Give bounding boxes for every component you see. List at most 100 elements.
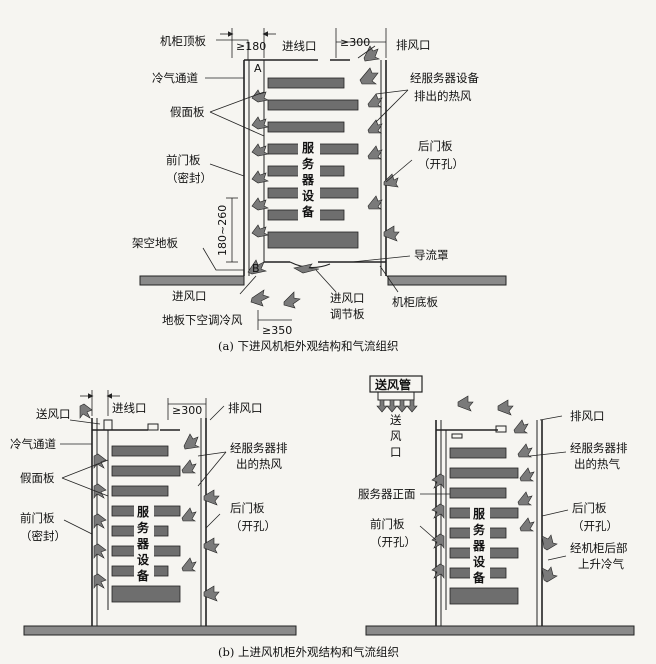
caption-a: (a) 下进风机柜外观结构和气流组织 — [218, 339, 398, 353]
label-b-cable: 进线口 — [112, 401, 147, 415]
lead-front-door — [209, 163, 245, 177]
label-b-cold: 冷气通道 — [10, 437, 56, 451]
label-b-hot-1: 经服务器排 — [230, 441, 288, 455]
label-cabinet-top: 机柜顶板 — [160, 34, 206, 48]
cold-air-arrows-b-left — [79, 403, 107, 589]
server-text-b-right: 服 务 器 设 备 — [472, 506, 486, 585]
lead-b-rear — [205, 513, 221, 529]
svg-text:备: 备 — [472, 570, 486, 585]
dim-b-right: ≥300 — [172, 404, 202, 417]
lead-br-hot — [529, 451, 567, 457]
lead-blank-1 — [209, 91, 265, 113]
label-hot-air-1: 经服务器设备 — [410, 71, 479, 85]
hot-air-arrows-b-left — [181, 433, 220, 602]
label-inlet-adjust-1: 进风口 — [330, 291, 365, 305]
hot-air-arrows-a — [359, 45, 400, 242]
lead-rear-door — [385, 159, 413, 183]
lead-b-supply — [69, 419, 101, 425]
label-br-front-note: （开孔） — [370, 535, 416, 549]
label-exhaust: 排风口 — [396, 38, 431, 52]
lead-hot-1 — [375, 89, 409, 95]
label-point-a: A — [254, 62, 262, 75]
svg-text:务: 务 — [302, 156, 315, 171]
label-br-server-front: 服务器正面 — [358, 487, 416, 501]
label-b-rear-note: （开孔） — [230, 519, 276, 533]
diagram-a: 服 务 器 设 备 — [132, 28, 507, 353]
lead-blank-2 — [209, 111, 265, 137]
lead-deflector — [351, 255, 411, 263]
duct-arrows — [376, 399, 418, 413]
label-br-exhaust: 排风口 — [570, 409, 605, 423]
label-br-rear: 后门板 — [572, 501, 607, 515]
lead-b-front — [63, 519, 93, 535]
lead-adjust — [315, 269, 337, 293]
label-br-hot-2: 出的热气 — [574, 457, 620, 471]
label-b-front: 前门板 — [20, 511, 55, 525]
label-b-front-note: （密封） — [20, 529, 66, 543]
svg-text:器: 器 — [136, 537, 150, 551]
label-air-inlet: 进风口 — [172, 289, 207, 303]
label-cabinet-base: 机柜底板 — [392, 295, 438, 309]
label-underfloor-cold: 地板下空调冷风 — [162, 313, 243, 327]
svg-text:备: 备 — [301, 204, 315, 219]
label-br-supply-3: 口 — [390, 445, 402, 459]
svg-text:器: 器 — [301, 173, 315, 187]
lead-floor — [202, 247, 244, 271]
lead-b-blank-1 — [61, 459, 109, 479]
dim-side: 180~260 — [216, 205, 229, 256]
floor-b-right — [365, 625, 635, 636]
label-b-rear: 后门板 — [230, 501, 265, 515]
label-br-rise-2: 上升冷气 — [578, 557, 624, 571]
lead-inlet — [239, 275, 257, 295]
label-br-rise-1: 经机柜后部 — [570, 541, 628, 555]
supply-duct — [369, 375, 423, 393]
svg-text:器: 器 — [472, 539, 486, 553]
lead-br-door — [419, 525, 437, 541]
lead-base — [379, 265, 399, 293]
label-b-hot-2: 出的热风 — [236, 457, 282, 471]
label-inlet-adjust-2: 调节板 — [330, 307, 365, 321]
lead-br-exhaust — [539, 415, 563, 421]
label-br-front-door: 前门板 — [370, 517, 405, 531]
svg-text:务: 务 — [473, 522, 486, 537]
label-cold-channel: 冷气通道 — [152, 71, 198, 85]
label-br-duct: 送风管 — [374, 377, 411, 392]
svg-text:务: 务 — [137, 520, 150, 535]
raised-floor-left — [139, 275, 245, 286]
dim-top-left: ≥180 — [236, 40, 266, 53]
svg-text:服: 服 — [473, 506, 486, 521]
lead-b-exhaust — [209, 405, 225, 421]
dim-top-right: ≥300 — [340, 36, 370, 49]
svg-text:服: 服 — [302, 140, 315, 155]
label-point-b: B — [252, 262, 260, 275]
svg-text:设: 设 — [473, 554, 486, 569]
lead-exhaust — [357, 45, 376, 59]
label-b-supply: 送风口 — [36, 407, 71, 421]
diagram-b-left: 服 务 器 设 备 — [10, 390, 297, 636]
label-rear-door: 后门板 — [418, 139, 453, 153]
svg-text:备: 备 — [136, 568, 150, 583]
label-cable-inlet: 进线口 — [282, 39, 317, 53]
cold-air-arrows-b-right — [431, 395, 529, 579]
lead-br-rear — [541, 509, 569, 517]
svg-text:设: 设 — [302, 188, 315, 203]
server-text-a: 服 务 器 设 备 — [301, 140, 315, 219]
lead-top — [216, 39, 249, 60]
floor-b-left — [23, 625, 297, 636]
svg-text:设: 设 — [137, 552, 150, 567]
caption-b: (b) 上进风机柜外观结构和气流组织 — [218, 645, 399, 659]
label-blank-panel: 假面板 — [170, 105, 205, 119]
label-deflector: 导流罩 — [414, 248, 449, 262]
lead-b-hot-1 — [197, 451, 227, 457]
deflector-hood — [289, 261, 331, 268]
label-raised-floor: 架空地板 — [132, 236, 178, 250]
label-br-rear-note: （开孔） — [572, 519, 618, 533]
hot-air-arrows-b-right — [517, 443, 558, 583]
label-br-supply-1: 送 — [390, 413, 402, 427]
lead-b-hot-2 — [197, 451, 227, 487]
raised-floor-right — [387, 275, 507, 286]
lead-b-blank-2 — [61, 477, 109, 497]
label-front-door-note: （密封） — [166, 171, 212, 185]
dims-a — [220, 28, 387, 330]
